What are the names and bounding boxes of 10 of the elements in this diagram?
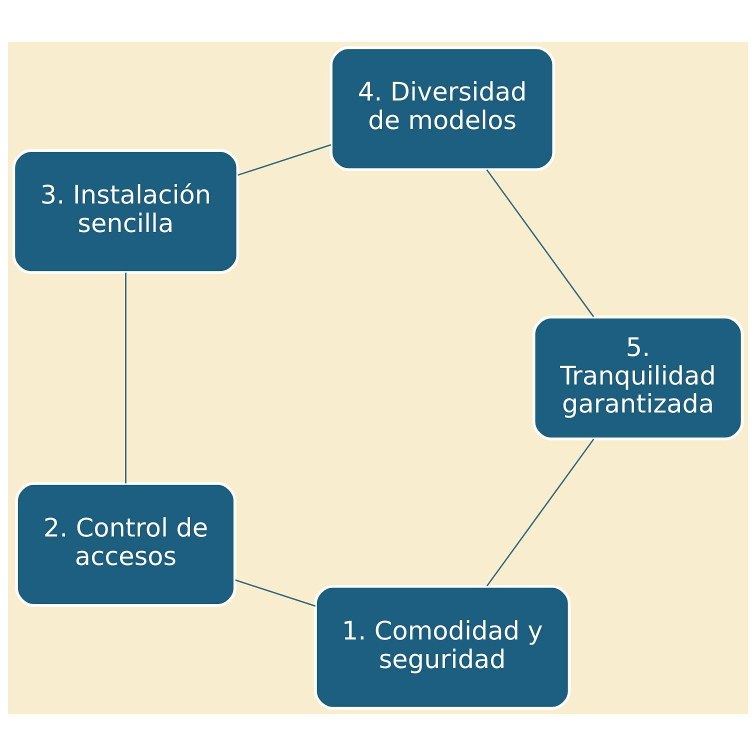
node-box: 4. Diversidad de modelos bbox=[330, 46, 556, 172]
node-box: 1. Comodidad y seguridad bbox=[314, 584, 571, 710]
connector bbox=[486, 169, 594, 318]
node-box: 3. Instalación sencilla bbox=[12, 149, 240, 274]
node-box: 2. Control de accesos bbox=[15, 482, 236, 607]
connector bbox=[486, 438, 594, 586]
node-box: 5. Tranquilidad garantizada bbox=[532, 316, 744, 440]
connector bbox=[235, 579, 316, 607]
connector bbox=[238, 144, 332, 176]
connector bbox=[125, 272, 126, 484]
